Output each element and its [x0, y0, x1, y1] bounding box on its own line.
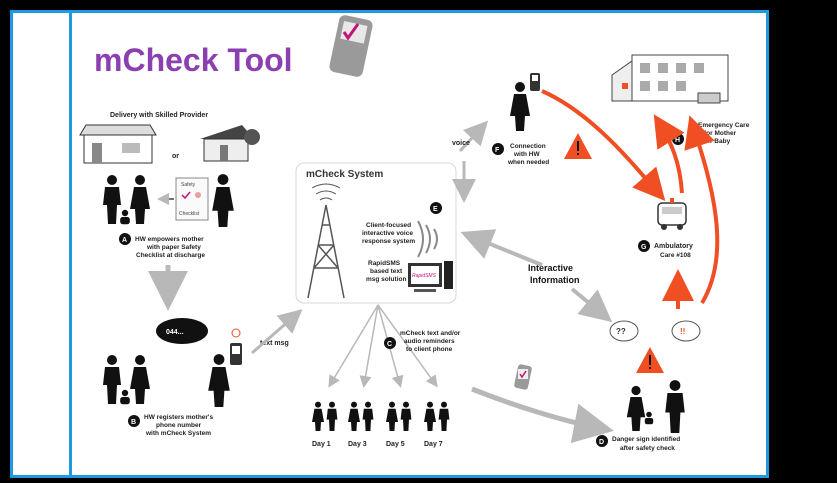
- badge-c: C: [387, 341, 392, 348]
- question-bubble: ??: [609, 320, 639, 342]
- step-h-label: H Emergency Care for Mother or Baby: [672, 122, 750, 145]
- step-g-label: G Ambulatory Care #108: [638, 240, 693, 259]
- step-g-line-2: Care #108: [660, 252, 691, 259]
- day-7-label: Day 7: [424, 441, 443, 448]
- bubble-exclaim: !!: [680, 327, 685, 336]
- step-c-line-2: audio reminders: [404, 338, 455, 345]
- step-d-line-2: after safety check: [620, 445, 675, 452]
- phone-b-icon: [230, 328, 242, 365]
- step-c-line-3: to client phone: [406, 346, 453, 353]
- phone-f-icon: [530, 73, 540, 91]
- badge-h: H: [675, 137, 680, 144]
- sms-line-1: RapidSMS: [368, 260, 401, 267]
- step-c-line-1: mCheck text and/or: [400, 330, 461, 337]
- health-worker-f-icon: [510, 82, 530, 131]
- health-center-icon: [79, 124, 157, 164]
- day-3-item: Day 3: [348, 401, 374, 448]
- step-b-line-1: HW registers mother's: [144, 414, 213, 421]
- sms-line-2: based text: [370, 268, 403, 275]
- day-7-item: Day 7: [424, 401, 450, 448]
- house-icon: [200, 125, 260, 162]
- badge-f: F: [495, 147, 500, 154]
- badge-d: D: [599, 439, 604, 446]
- step-d-label: D Danger sign identified after safety ch…: [596, 435, 680, 452]
- step-a-line-2: with paper Safety: [146, 244, 201, 251]
- computer-icon: RapidSMS: [408, 261, 453, 292]
- step-g-line-1: Ambulatory: [654, 243, 693, 250]
- system-title: mCheck System: [306, 169, 383, 180]
- step-h-line-1: Emergency Care: [698, 122, 750, 129]
- family-d-icon: [626, 380, 685, 433]
- day-1-item: Day 1: [312, 401, 338, 448]
- bubble-question: ??: [616, 327, 626, 336]
- badge-g: G: [641, 244, 647, 251]
- warning-icon-bottom: [636, 347, 664, 373]
- phone-check-icon: [329, 15, 373, 77]
- right-margin: [769, 10, 828, 478]
- step-b-line-3: with mCheck System: [145, 430, 211, 437]
- health-worker-b-icon: [208, 354, 230, 407]
- ivr-line-2: interactive voice: [362, 230, 413, 237]
- sms-line-3: msg solution: [366, 276, 406, 283]
- interactive-line-2: Information: [530, 275, 580, 285]
- step-h-line-2: for Mother: [704, 130, 737, 137]
- voice-label: voice: [452, 140, 470, 147]
- badge-e: E: [433, 206, 438, 213]
- step-d-line-1: Danger sign identified: [612, 436, 680, 443]
- or-label: or: [172, 153, 179, 160]
- text-msg-label: text msg: [260, 340, 289, 347]
- ivr-line-3: response system: [362, 238, 415, 245]
- ivr-line-1: Client-focused: [366, 222, 411, 229]
- day-5-label: Day 5: [386, 441, 405, 448]
- delivery-heading: Delivery with Skilled Provider: [110, 112, 208, 119]
- step-b-line-2: phone number: [156, 422, 202, 429]
- exclaim-bubble: !!: [671, 320, 701, 342]
- step-c-label: C mCheck text and/or audio reminders to …: [384, 330, 461, 353]
- step-f-label: F Connection with HW when needed: [492, 143, 549, 166]
- slide: mCheck Tool Delivery with Skilled Provid…: [69, 10, 769, 478]
- page-title: mCheck Tool: [94, 42, 293, 78]
- step-b-label: B HW registers mother's phone number wit…: [128, 414, 213, 437]
- day-1-label: Day 1: [312, 441, 331, 448]
- diagram: mCheck Tool Delivery with Skilled Provid…: [79, 15, 750, 452]
- family-b-icon: [103, 355, 150, 405]
- interactive-line-1: Interactive: [528, 263, 573, 273]
- badge-b: B: [131, 419, 136, 426]
- family-a-icon: [103, 175, 150, 225]
- step-f-line-1: Connection: [510, 143, 546, 150]
- phone-c-icon: [514, 364, 532, 390]
- step-a-line-1: HW empowers mother: [135, 236, 204, 243]
- step-a-label: A HW empowers mother with paper Safety C…: [119, 233, 205, 259]
- hospital-icon: [611, 54, 729, 104]
- safety-checklist-icon: Safety Checklist: [175, 177, 209, 221]
- mcheck-system-box: mCheck System E Client-focused interacti…: [295, 162, 457, 304]
- ambulance-icon: [657, 198, 687, 230]
- health-worker-a-icon: [212, 174, 234, 227]
- checklist-line-2: Checklist: [179, 211, 200, 217]
- reminder-arrows: [328, 304, 438, 388]
- day-3-label: Day 3: [348, 441, 367, 448]
- step-f-line-2: with HW: [513, 151, 540, 158]
- ivr-speaker-icon: [417, 220, 438, 258]
- warning-icon-top: [564, 133, 592, 159]
- step-h-line-3: or Baby: [706, 138, 731, 145]
- badge-a: A: [122, 237, 127, 244]
- checklist-line-1: Safety: [181, 182, 196, 188]
- screen-text: RapidSMS: [412, 273, 437, 279]
- bubble-number: 044...: [166, 329, 184, 336]
- speech-bubble-b: 044...: [156, 318, 208, 344]
- day-5-item: Day 5: [386, 401, 412, 448]
- step-a-line-3: Checklist at discharge: [136, 252, 205, 259]
- left-margin: [10, 10, 69, 478]
- tower-icon: [307, 183, 345, 299]
- step-f-line-3: when needed: [507, 159, 549, 166]
